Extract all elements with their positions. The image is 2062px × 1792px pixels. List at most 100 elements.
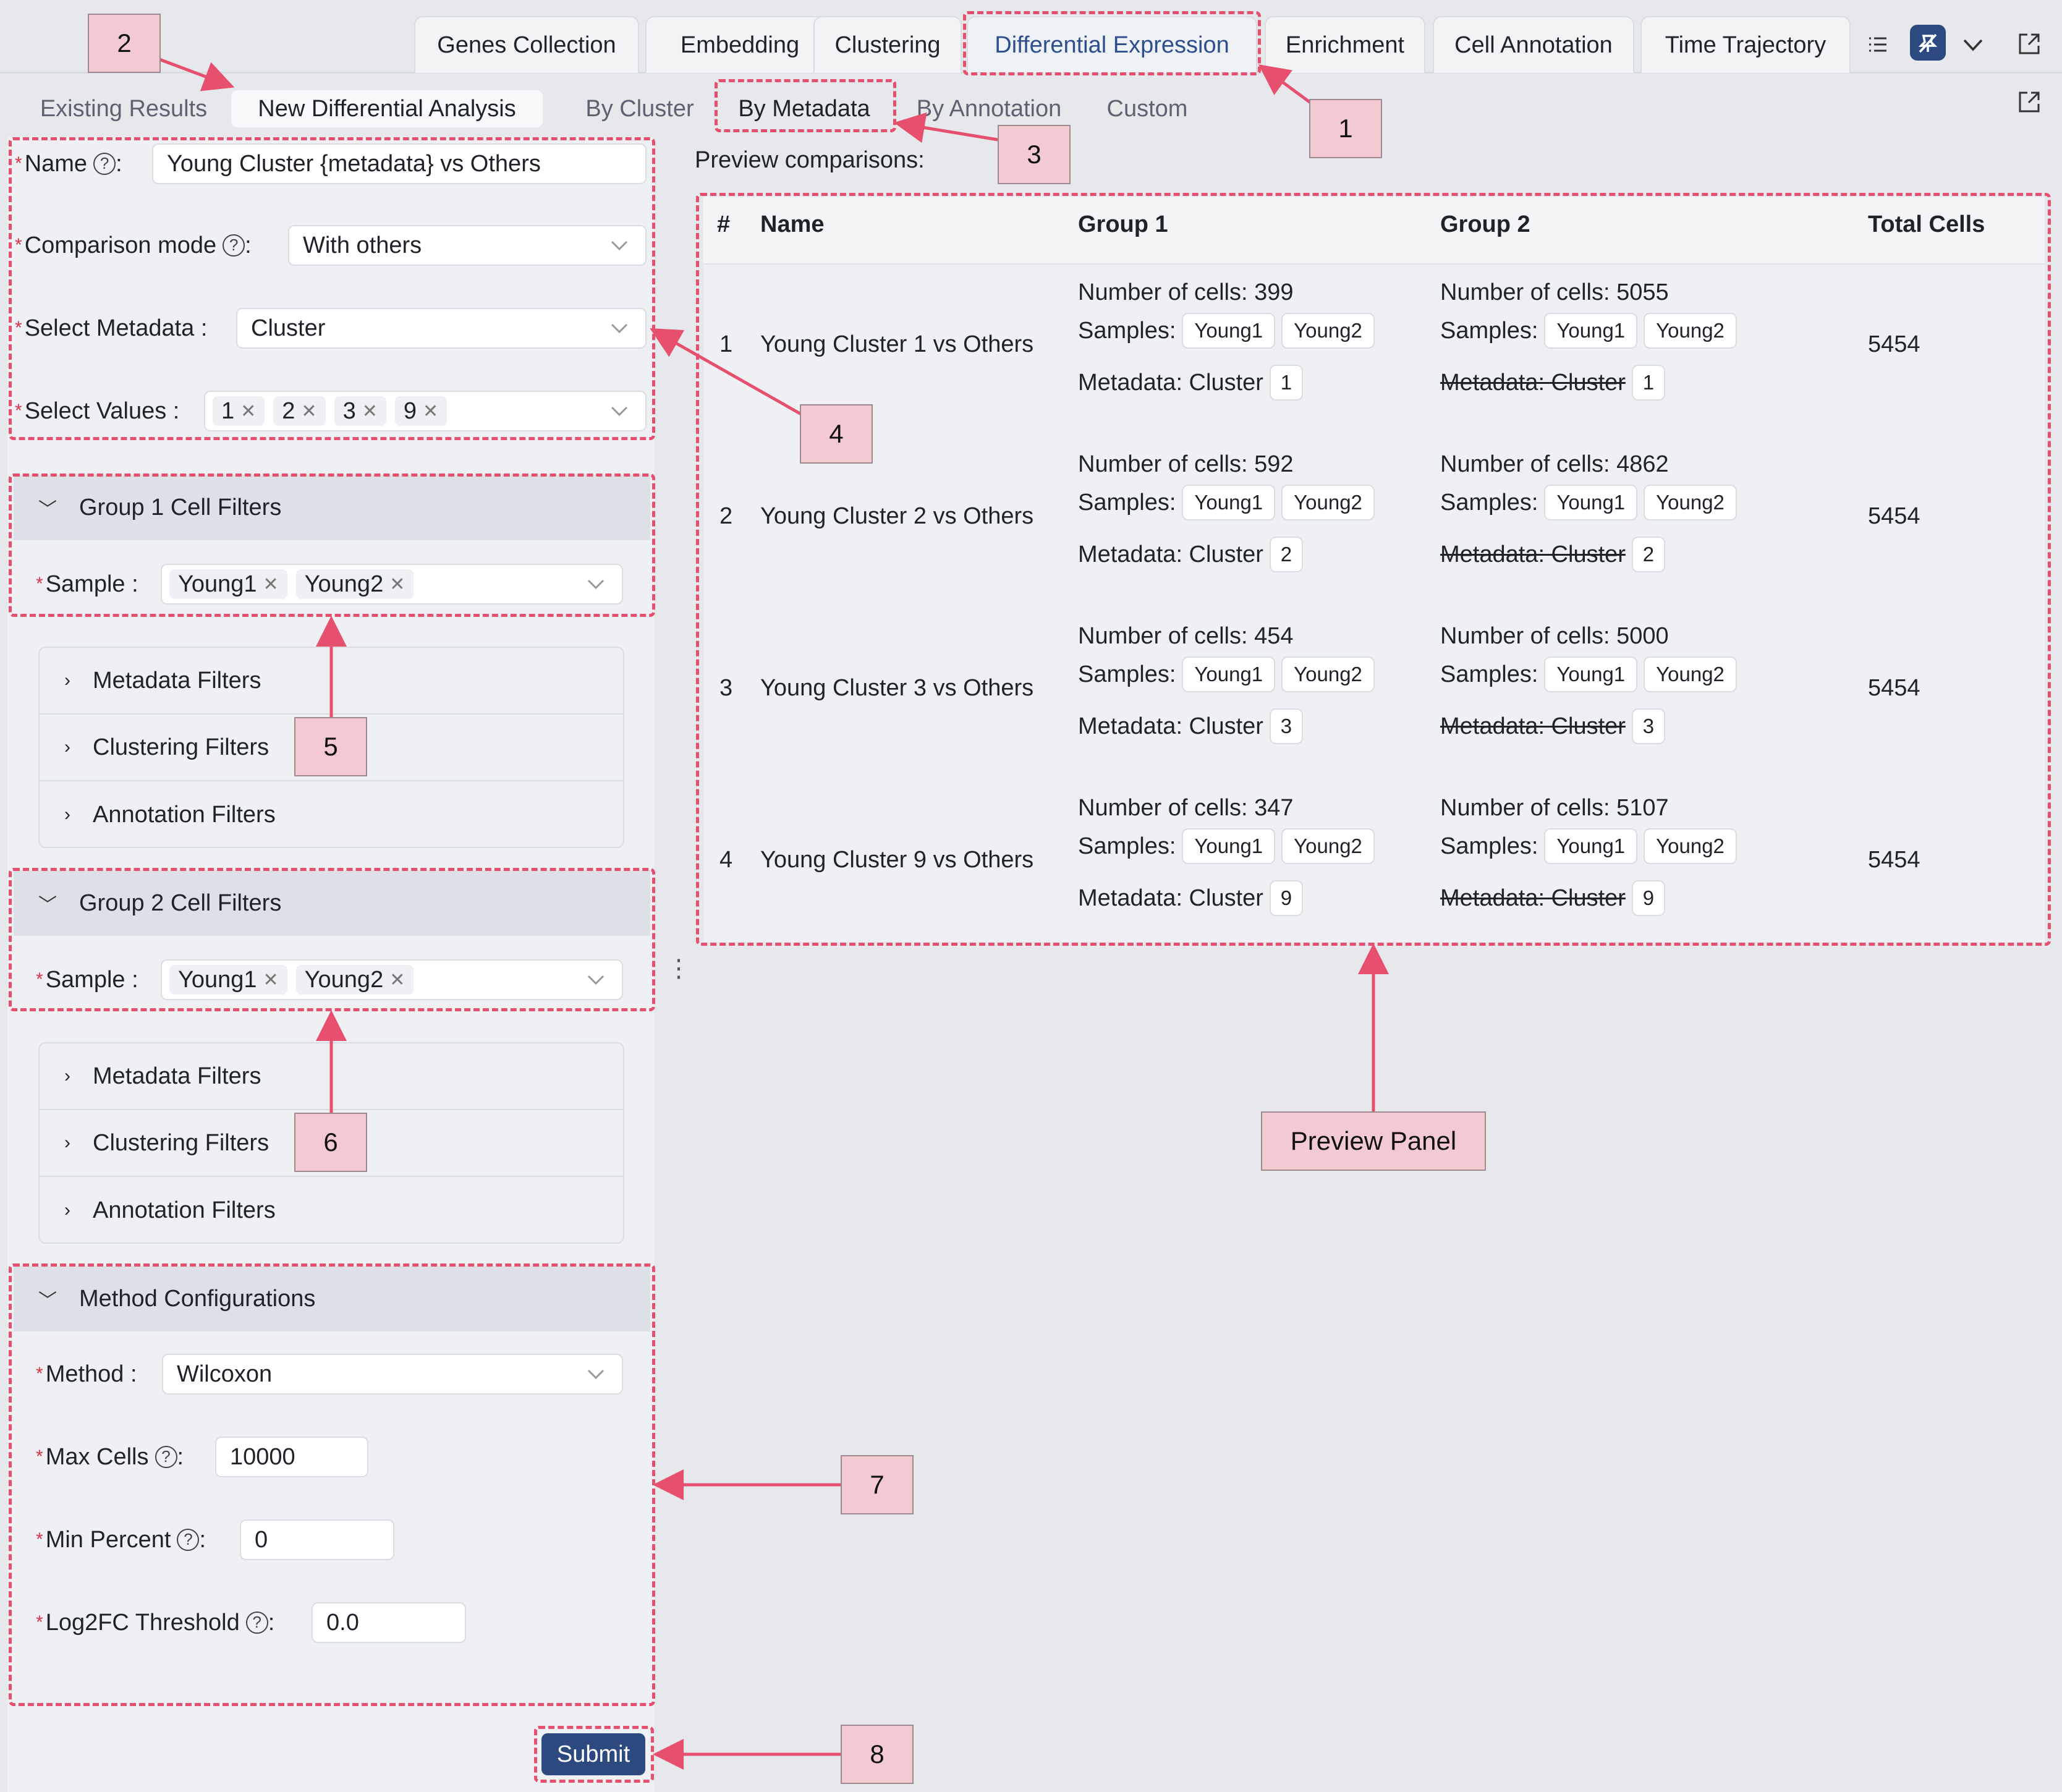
tab-existing-results[interactable]: Existing Results	[40, 95, 208, 122]
annotation-preview-panel: Preview Panel	[1261, 1111, 1486, 1171]
tab-clustering[interactable]: Clustering	[813, 16, 962, 73]
preview-title: Preview comparisons:	[695, 147, 925, 173]
chevron-right-icon: ›	[64, 737, 70, 757]
row-index: 2	[719, 503, 733, 529]
row-name: Young Cluster 2 vs Others	[760, 503, 1034, 529]
sample-chip: Young1	[1182, 828, 1276, 864]
sample-chip: Young2	[1644, 313, 1737, 349]
sample-tag[interactable]: Young2✕	[295, 965, 414, 995]
highlight-by-metadata	[715, 79, 896, 132]
highlight-submit	[534, 1726, 654, 1783]
highlight-group1	[9, 473, 655, 617]
external-link-icon[interactable]	[2016, 89, 2042, 115]
sample-chip: Young2	[1281, 828, 1375, 864]
tab-by-annotation[interactable]: By Annotation	[916, 95, 1062, 122]
value-tag[interactable]: 2✕	[273, 396, 326, 426]
tab-custom[interactable]: Custom	[1106, 95, 1188, 122]
tab-cell-annotation[interactable]: Cell Annotation	[1433, 16, 1634, 73]
method-label: *Method :	[36, 1361, 137, 1387]
tab-new-differential-analysis[interactable]: New Differential Analysis	[231, 90, 543, 127]
group1-sample-select[interactable]: Young1✕ Young2✕	[161, 564, 623, 605]
sample-chip: Young1	[1544, 313, 1638, 349]
chevron-down-icon[interactable]	[1961, 32, 1985, 57]
close-icon: ✕	[422, 401, 439, 422]
chevron-right-icon: ›	[64, 1200, 70, 1220]
sample-chip: Young2	[1644, 485, 1737, 520]
group2-sample-select[interactable]: Young1✕ Young2✕	[161, 959, 623, 1000]
sample-chip: Young1	[1182, 656, 1276, 692]
list-icon[interactable]	[1865, 32, 1890, 57]
comparison-mode-select[interactable]: With others	[288, 225, 647, 266]
resize-handle-icon[interactable]: ⋮	[666, 955, 691, 982]
sample-tag[interactable]: Young1✕	[169, 569, 287, 599]
chevron-right-icon: ›	[64, 1132, 70, 1153]
close-icon: ✕	[362, 401, 378, 422]
value-tag[interactable]: 9✕	[394, 396, 448, 426]
tab-by-metadata[interactable]: By Metadata	[738, 95, 870, 122]
group1-clustering-filters[interactable]: ›Clustering Filters	[40, 715, 623, 781]
group1-cell-count: Number of cells: 592	[1078, 451, 1294, 477]
group2-clustering-filters[interactable]: ›Clustering Filters	[40, 1110, 623, 1177]
close-icon: ✕	[263, 969, 279, 990]
row-index: 3	[719, 675, 733, 701]
sample-chip: Young2	[1281, 485, 1375, 520]
chevron-down-icon	[611, 323, 628, 334]
select-values-select[interactable]: 1✕ 2✕ 3✕ 9✕	[204, 391, 647, 431]
tab-embedding[interactable]: Embedding	[645, 16, 834, 73]
submit-button[interactable]: Submit	[541, 1733, 645, 1775]
annotation-badge-5: 5	[294, 717, 367, 776]
group1-annotation-filters[interactable]: ›Annotation Filters	[64, 801, 276, 828]
tab-enrichment[interactable]: Enrichment	[1265, 16, 1425, 73]
row-name: Young Cluster 1 vs Others	[760, 331, 1034, 357]
tab-by-cluster[interactable]: By Cluster	[585, 95, 694, 122]
value-tag[interactable]: 1✕	[213, 396, 265, 426]
method-header[interactable]: ﹀Method Configurations	[14, 1266, 650, 1331]
tab-differential-expression[interactable]: Differential Expression	[967, 16, 1257, 73]
tab-genes-collection[interactable]: Genes Collection	[414, 16, 639, 73]
pin-icon[interactable]	[1910, 25, 1946, 61]
group2-annotation-filters[interactable]: ›Annotation Filters	[64, 1197, 276, 1223]
annotation-badge-1: 1	[1309, 99, 1382, 158]
sample-tag[interactable]: Young2✕	[295, 569, 414, 599]
row-index: 1	[719, 331, 733, 357]
group2-sample-label: *Sample :	[36, 966, 138, 993]
help-icon: ?	[93, 153, 116, 175]
annotation-badge-3: 3	[998, 125, 1071, 184]
sample-chip: Young2	[1281, 656, 1375, 692]
tab-time-trajectory[interactable]: Time Trajectory	[1640, 16, 1851, 73]
sample-tag[interactable]: Young1✕	[169, 965, 287, 995]
name-input[interactable]: Young Cluster {metadata} vs Others	[152, 143, 647, 184]
max-cells-input[interactable]: 10000	[215, 1437, 368, 1477]
chevron-right-icon: ›	[64, 804, 70, 825]
close-icon: ✕	[263, 574, 279, 595]
group1-header[interactable]: ﹀Group 1 Cell Filters	[14, 475, 650, 540]
external-link-icon[interactable]	[2016, 31, 2042, 57]
value-tag[interactable]: 3✕	[334, 396, 386, 426]
row-total-cells: 5454	[1868, 847, 1920, 873]
col-header-name: Name	[760, 211, 825, 237]
chevron-down-icon	[587, 975, 605, 985]
log2fc-input[interactable]: 0.0	[312, 1602, 466, 1643]
group2-header[interactable]: ﹀Group 2 Cell Filters	[14, 870, 650, 936]
annotation-badge-4: 4	[800, 404, 873, 464]
sample-chip: Young1	[1544, 485, 1638, 520]
chevron-down-icon	[587, 579, 605, 590]
group2-cell-count: Number of cells: 5000	[1440, 623, 1669, 649]
group1-sample-label: *Sample :	[36, 571, 138, 597]
select-metadata-select[interactable]: Cluster	[236, 308, 647, 349]
sample-chip: Young1	[1182, 485, 1276, 520]
min-percent-input[interactable]: 0	[240, 1519, 394, 1560]
method-select[interactable]: Wilcoxon	[162, 1354, 623, 1395]
